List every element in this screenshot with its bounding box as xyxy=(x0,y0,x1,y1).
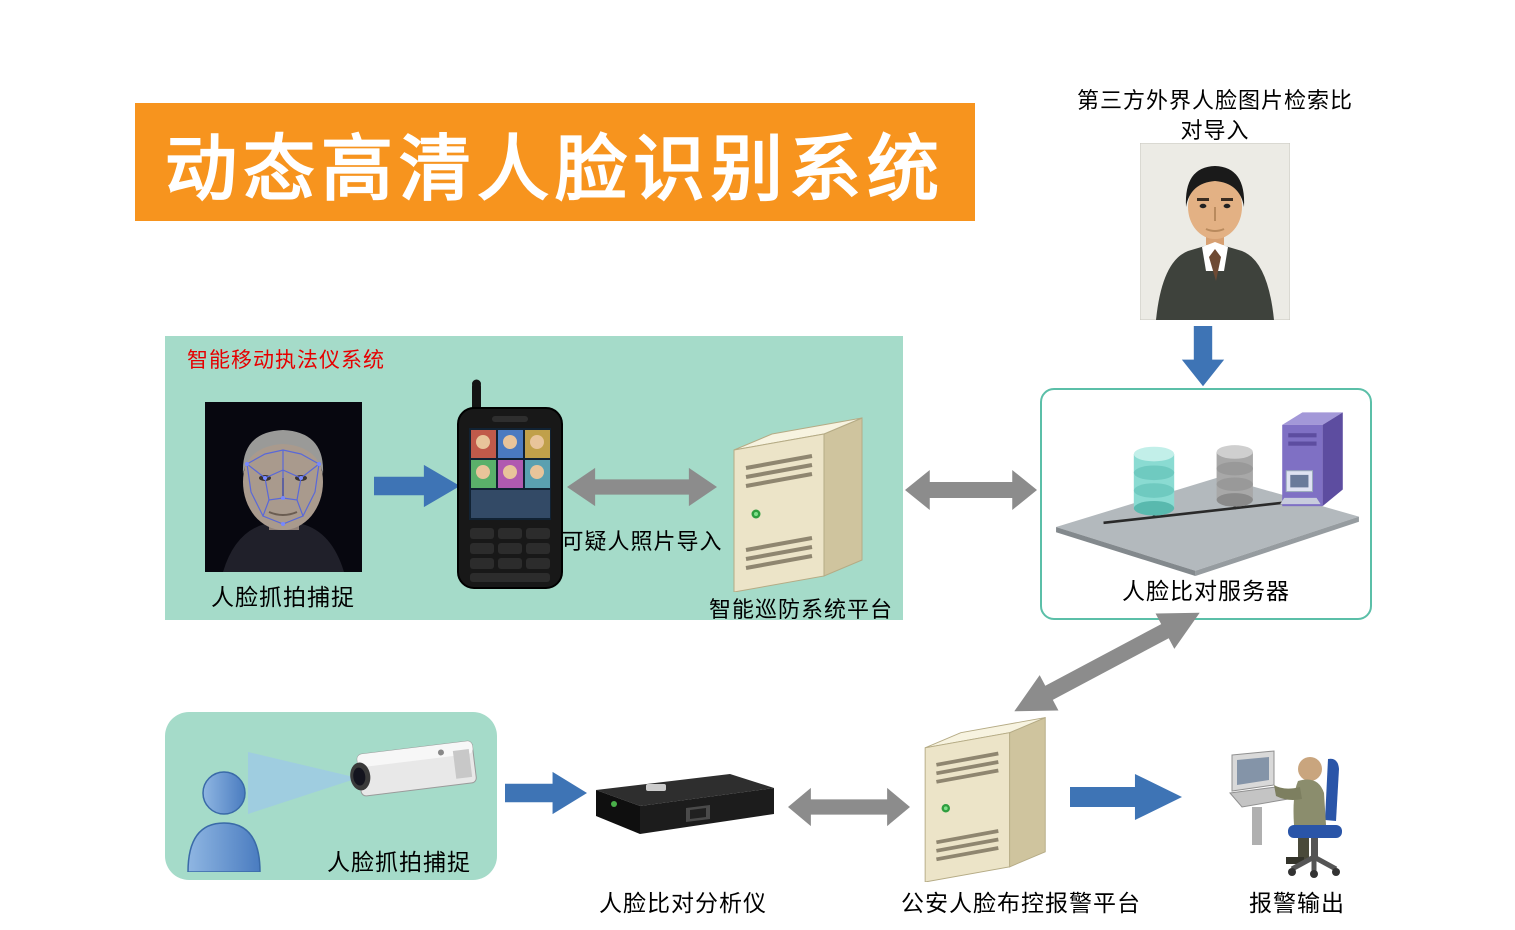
surveillance-camera-icon xyxy=(333,726,481,806)
front-capture-box: 人脸抓拍捕捉 xyxy=(165,712,497,880)
face-recognition-image xyxy=(205,402,362,572)
title-banner: 动态高清人脸识别系统 xyxy=(135,103,975,221)
handheld-terminal-icon xyxy=(456,378,564,590)
analyzer-device-icon xyxy=(590,760,780,844)
suspect-photo-label: 可疑人照片导入 xyxy=(561,529,723,554)
external-import-caption: 第三方外界人脸图片检索比对导入 xyxy=(1076,88,1353,143)
arrow-right-to-handheld xyxy=(374,463,460,509)
mobile-enforcement-label: 智能移动执法仪系统 xyxy=(187,349,385,372)
alarm-output-label: 报警输出 xyxy=(1249,890,1345,916)
arrow-double-patrol-server xyxy=(905,468,1037,512)
face-capture-label-top: 人脸抓拍捕捉 xyxy=(211,584,355,610)
light-beam xyxy=(248,752,358,822)
comparison-server-box: 人脸比对服务器 xyxy=(1040,388,1372,620)
arrow-double-server-police xyxy=(1004,593,1210,730)
server-platform-icon xyxy=(1048,404,1366,576)
patrol-platform-label: 智能巡防系统平台 xyxy=(708,597,893,622)
arrow-right-to-analyzer xyxy=(505,770,587,816)
face-capture-label-bottom: 人脸抓拍捕捉 xyxy=(327,849,471,875)
police-platform-label: 公安人脸布控报警平台 xyxy=(901,890,1141,916)
patrol-server-icon xyxy=(720,410,882,592)
page-title: 动态高清人脸识别系统 xyxy=(164,129,945,210)
operator-at-computer-icon xyxy=(1222,733,1372,878)
arrow-double-handheld-patrol xyxy=(567,466,717,508)
portrait-photo xyxy=(1140,143,1290,320)
police-server-icon xyxy=(912,710,1064,882)
arrow-double-analyzer-police xyxy=(788,786,910,828)
person-icon xyxy=(183,768,265,872)
analyzer-label: 人脸比对分析仪 xyxy=(599,890,767,916)
arrow-right-to-alarm xyxy=(1070,772,1182,822)
arrow-down-import xyxy=(1180,326,1226,388)
comparison-server-label: 人脸比对服务器 xyxy=(1122,578,1290,604)
